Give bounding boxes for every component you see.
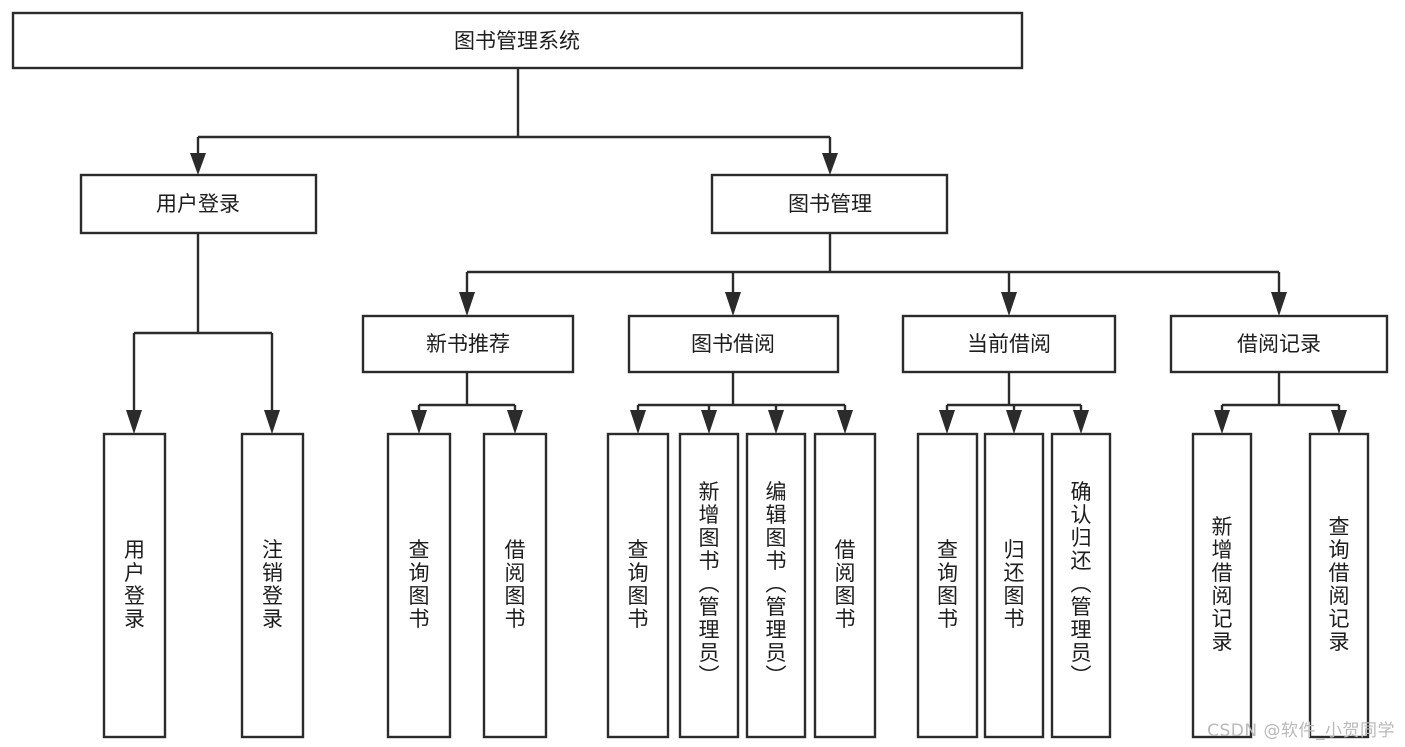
arrow-head-currentborrow-leaf-1 xyxy=(939,410,955,434)
node-leaf-query-book-current[interactable] xyxy=(916,432,979,739)
node-root-book-management-system[interactable] xyxy=(11,11,1024,70)
node-user-login[interactable] xyxy=(79,173,318,235)
node-leaf-confirm-return-admin[interactable] xyxy=(1050,432,1112,739)
node-current-borrow-label: 当前借阅 xyxy=(967,332,1051,356)
arrow-head-borrowrecord-leaf-1 xyxy=(1214,410,1230,434)
node-book-borrow[interactable] xyxy=(627,314,840,374)
node-leaf-user-login[interactable] xyxy=(102,432,167,739)
node-leaf-borrow-book-recommend[interactable] xyxy=(482,432,548,739)
node-borrow-record[interactable] xyxy=(1169,314,1389,374)
arrow-head-current-borrow xyxy=(1001,292,1017,316)
arrow-head-bookborrow-leaf-2 xyxy=(701,410,717,434)
connector-layer xyxy=(126,68,1347,434)
node-leaf-query-book-recommend[interactable] xyxy=(386,432,452,739)
arrow-head-currentborrow-leaf-3 xyxy=(1073,410,1089,434)
node-leaf-borrow-book[interactable] xyxy=(813,432,877,739)
arrow-head-bookborrow-leaf-1 xyxy=(630,410,646,434)
node-leaf-add-book-admin[interactable] xyxy=(678,432,740,739)
node-borrow-record-label: 借阅记录 xyxy=(1237,332,1321,356)
arrow-head-bookborrow-leaf-3 xyxy=(768,410,784,434)
node-leaf-edit-book-admin[interactable] xyxy=(745,432,807,739)
node-leaf-query-book-borrow[interactable] xyxy=(606,432,670,739)
arrow-head-new-book-recommend xyxy=(459,292,475,316)
arrow-head-newbook-leaf-1 xyxy=(411,410,427,434)
node-root-label: 图书管理系统 xyxy=(454,29,580,53)
arrow-head-user-login xyxy=(190,153,206,175)
arrow-head-book-manage xyxy=(822,153,838,175)
node-new-book-recommend-label: 新书推荐 xyxy=(426,332,510,356)
node-leaf-add-borrow-record[interactable] xyxy=(1191,432,1253,739)
arrow-head-newbook-leaf-2 xyxy=(507,410,523,434)
node-leaf-logout[interactable] xyxy=(240,432,305,739)
arrow-head-leaf-logout xyxy=(264,410,280,434)
node-book-management-label: 图书管理 xyxy=(788,192,872,216)
node-user-login-label: 用户登录 xyxy=(156,192,240,216)
node-book-borrow-label: 图书借阅 xyxy=(691,332,775,356)
arrow-head-borrow-record xyxy=(1271,292,1287,316)
node-book-management[interactable] xyxy=(710,173,949,235)
node-layer: 图书管理系统 用户登录 图书管理 新书推荐 图书借阅 当前借阅 借阅记录 xyxy=(11,11,1389,739)
node-current-borrow[interactable] xyxy=(901,314,1117,374)
arrow-head-book-borrow xyxy=(725,292,741,316)
arrow-head-leaf-user-login xyxy=(126,410,142,434)
node-new-book-recommend[interactable] xyxy=(361,314,575,374)
node-leaf-return-book[interactable] xyxy=(983,432,1045,739)
arrow-head-bookborrow-leaf-4 xyxy=(837,410,853,434)
arrow-head-borrowrecord-leaf-2 xyxy=(1331,410,1347,434)
arrow-head-currentborrow-leaf-2 xyxy=(1006,410,1022,434)
node-leaf-query-borrow-record[interactable] xyxy=(1308,432,1370,739)
